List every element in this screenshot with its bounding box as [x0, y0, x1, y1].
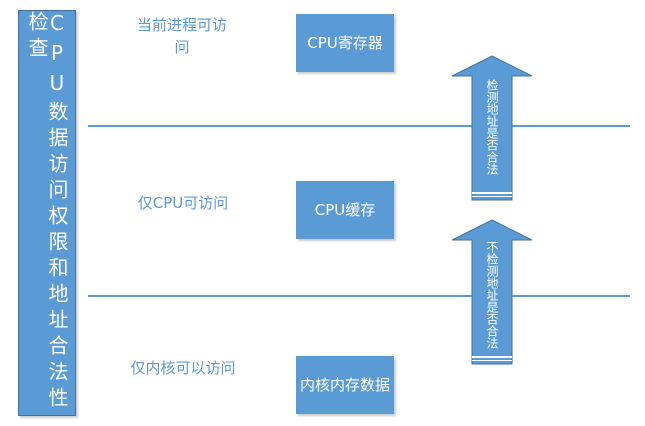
access-check-title: CPU数据访问权限和地址合法性检查: [25, 11, 69, 413]
level-1-description: 当前进程可访问: [136, 16, 227, 56]
level-divider-bottom: [88, 295, 630, 297]
level-2-description: 仅CPU可访问: [137, 194, 229, 212]
no-check-address-label: 不检测地址是否合法: [485, 241, 499, 349]
cpu-register-box: CPU寄存器: [296, 14, 394, 72]
level-divider-top: [88, 125, 630, 127]
no-check-address-arrow: [451, 219, 533, 365]
cpu-cache-box: CPU缓存: [296, 181, 394, 239]
check-address-arrow: [451, 55, 533, 201]
level-3-description: 仅内核可以访问: [130, 359, 236, 377]
check-address-label: 检测地址是否合法: [485, 79, 499, 175]
access-check-title-bar: CPU数据访问权限和地址合法性检查: [18, 10, 76, 416]
kernel-memory-box: 内核内存数据: [296, 356, 394, 414]
